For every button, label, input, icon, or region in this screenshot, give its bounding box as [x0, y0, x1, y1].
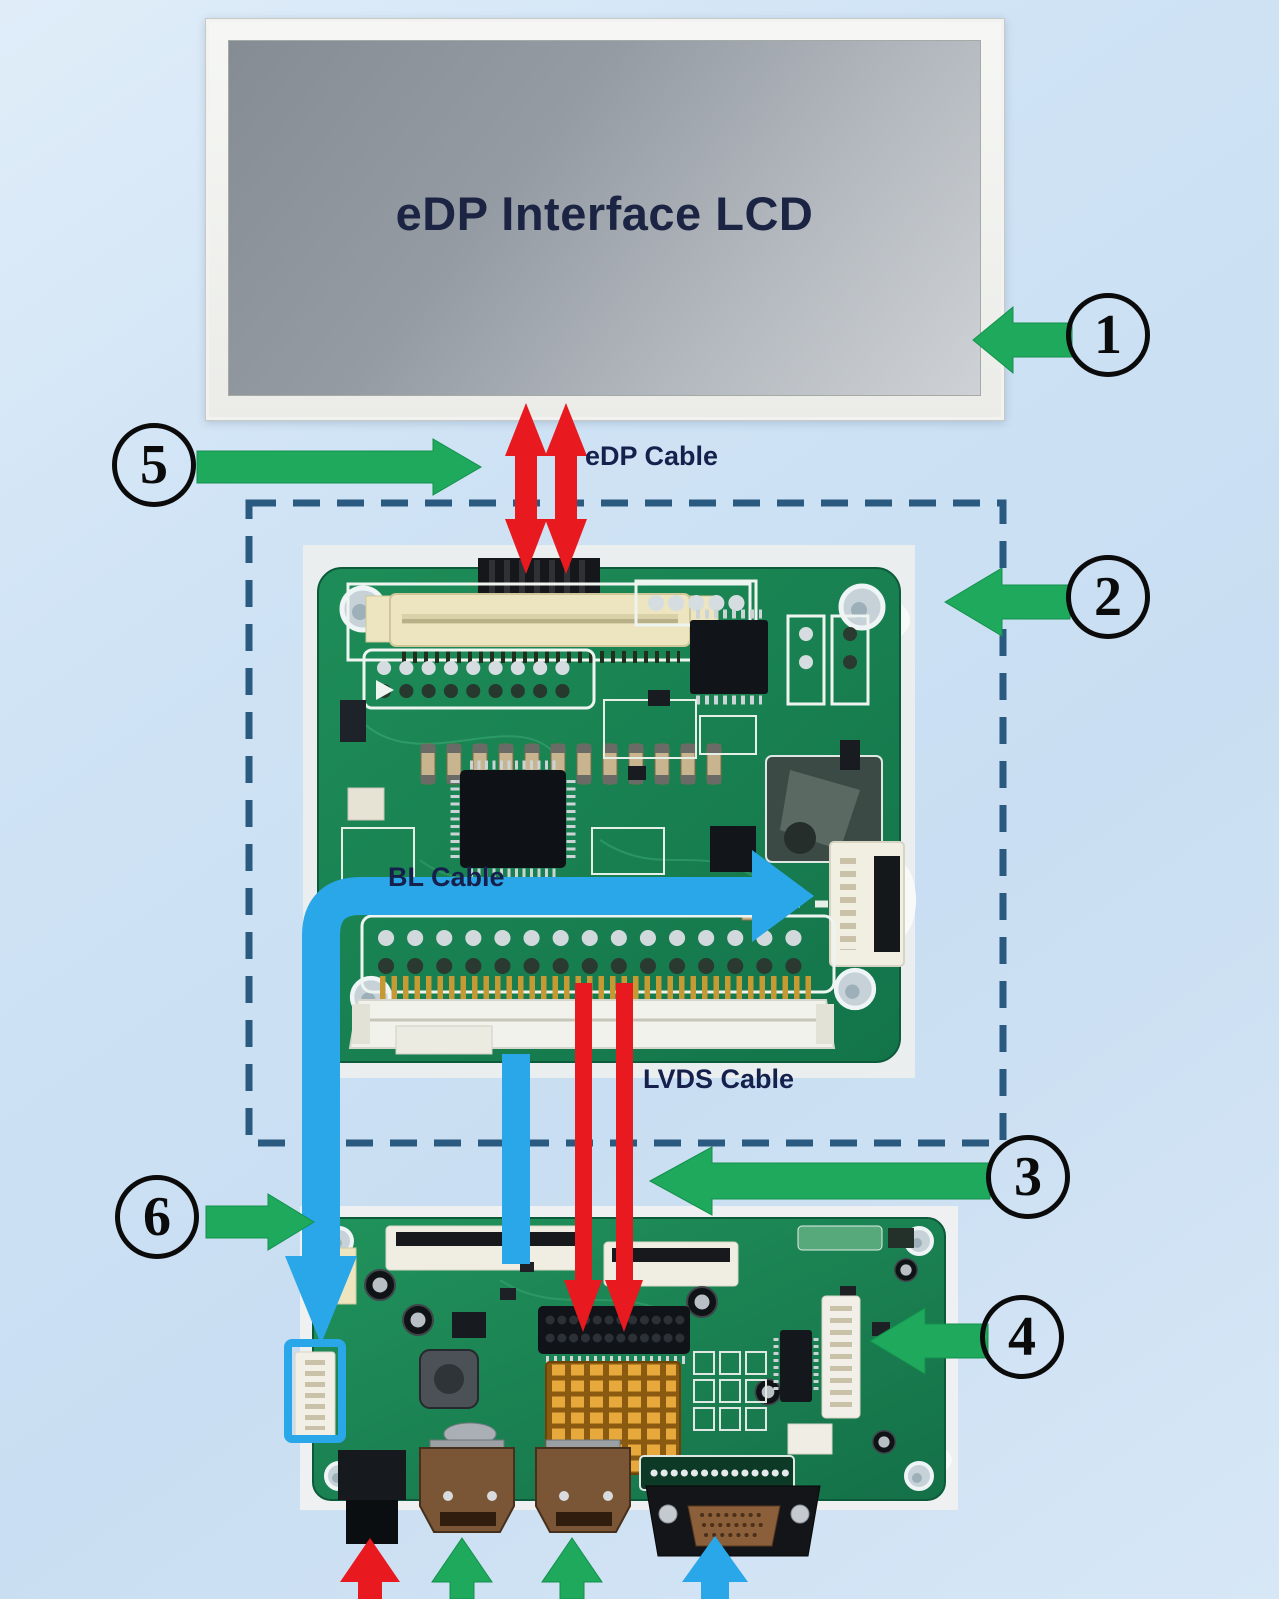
- edp-cable-arrows: [505, 403, 587, 574]
- edp-cable-label: eDP Cable: [585, 441, 719, 471]
- component: [888, 1228, 914, 1248]
- capacitor: [754, 1378, 782, 1406]
- component: [500, 1288, 516, 1300]
- component: [840, 1286, 856, 1298]
- callout-4: 4: [980, 1295, 1064, 1379]
- pin-hole-columns: [786, 614, 870, 706]
- dc-power-jack: [338, 1450, 406, 1544]
- lcd-title: eDP Interface LCD: [395, 186, 814, 240]
- soic-chip: [690, 609, 768, 705]
- qfp-chip: [450, 760, 576, 878]
- callout-arrow-1: [972, 305, 1073, 375]
- adapter-board-photo: [303, 545, 916, 1078]
- callout-1: 1: [1066, 293, 1150, 377]
- side-connector: [821, 1295, 861, 1419]
- lcd-panel: eDP Interface LCD: [205, 18, 1005, 421]
- controller-board-photo: [294, 1206, 958, 1557]
- bl-cable-line: [502, 1054, 530, 1264]
- callout-arrow-6: [205, 1193, 315, 1251]
- lvds-cable-label: LVDS Cable: [643, 1064, 795, 1094]
- capacitor: [364, 1269, 396, 1301]
- callout-3: 3: [986, 1135, 1070, 1219]
- screw-hole: [841, 586, 883, 628]
- lvds-cable-lines: [564, 983, 643, 1332]
- screw-hole: [904, 1461, 934, 1491]
- callout-arrow-2: [944, 567, 1071, 637]
- power-input-arrow: [340, 1538, 400, 1599]
- component: [648, 690, 670, 706]
- ic-chip: [773, 1330, 819, 1402]
- header-hole-block: [360, 900, 836, 994]
- ffc-connector-2: [603, 1241, 739, 1287]
- ffc-connector-1: [385, 1225, 587, 1271]
- capacitor: [894, 1258, 918, 1282]
- component: [628, 766, 646, 780]
- callout-6: 6: [115, 1175, 199, 1259]
- bl-connector: [829, 841, 905, 967]
- capacitor: [402, 1304, 434, 1336]
- inductor: [419, 1349, 479, 1409]
- lvds-pin-header: [538, 1306, 690, 1364]
- vga-pin-strip: [639, 1455, 795, 1491]
- vga-port: [645, 1485, 821, 1557]
- jumper-hole-block: [362, 648, 596, 710]
- resistor-array: [693, 1351, 767, 1431]
- ic-chip: [710, 826, 756, 872]
- screw-hole: [836, 970, 874, 1008]
- lcd-screen: eDP Interface LCD: [228, 40, 981, 396]
- hdmi2-input-arrow: [541, 1537, 603, 1599]
- component: [347, 787, 385, 821]
- connector: [787, 1423, 833, 1455]
- ic-chip: [452, 1312, 486, 1338]
- hdmi-port-2: [535, 1439, 631, 1533]
- capacitor: [872, 1430, 896, 1454]
- silk-mark: [376, 680, 394, 700]
- hdmi1-input-arrow: [431, 1537, 493, 1599]
- connector: [797, 1225, 883, 1251]
- bl-cable-arrow: [285, 850, 814, 1344]
- component: [520, 1262, 534, 1272]
- hdmi-port-1: [419, 1439, 515, 1533]
- backlight-connector: [294, 1351, 336, 1439]
- bl-cable-label: BL Cable: [388, 862, 505, 892]
- callout-arrow-3: [648, 1146, 991, 1216]
- callout-5: 5: [112, 423, 196, 507]
- capacitor: [686, 1286, 718, 1318]
- power-module: [765, 755, 883, 863]
- component: [340, 700, 366, 742]
- callout-2: 2: [1066, 555, 1150, 639]
- vga-input-arrow: [682, 1536, 748, 1599]
- callout-arrow-5: [196, 438, 482, 496]
- component: [840, 740, 860, 770]
- bl-connector-highlight: [284, 1339, 346, 1443]
